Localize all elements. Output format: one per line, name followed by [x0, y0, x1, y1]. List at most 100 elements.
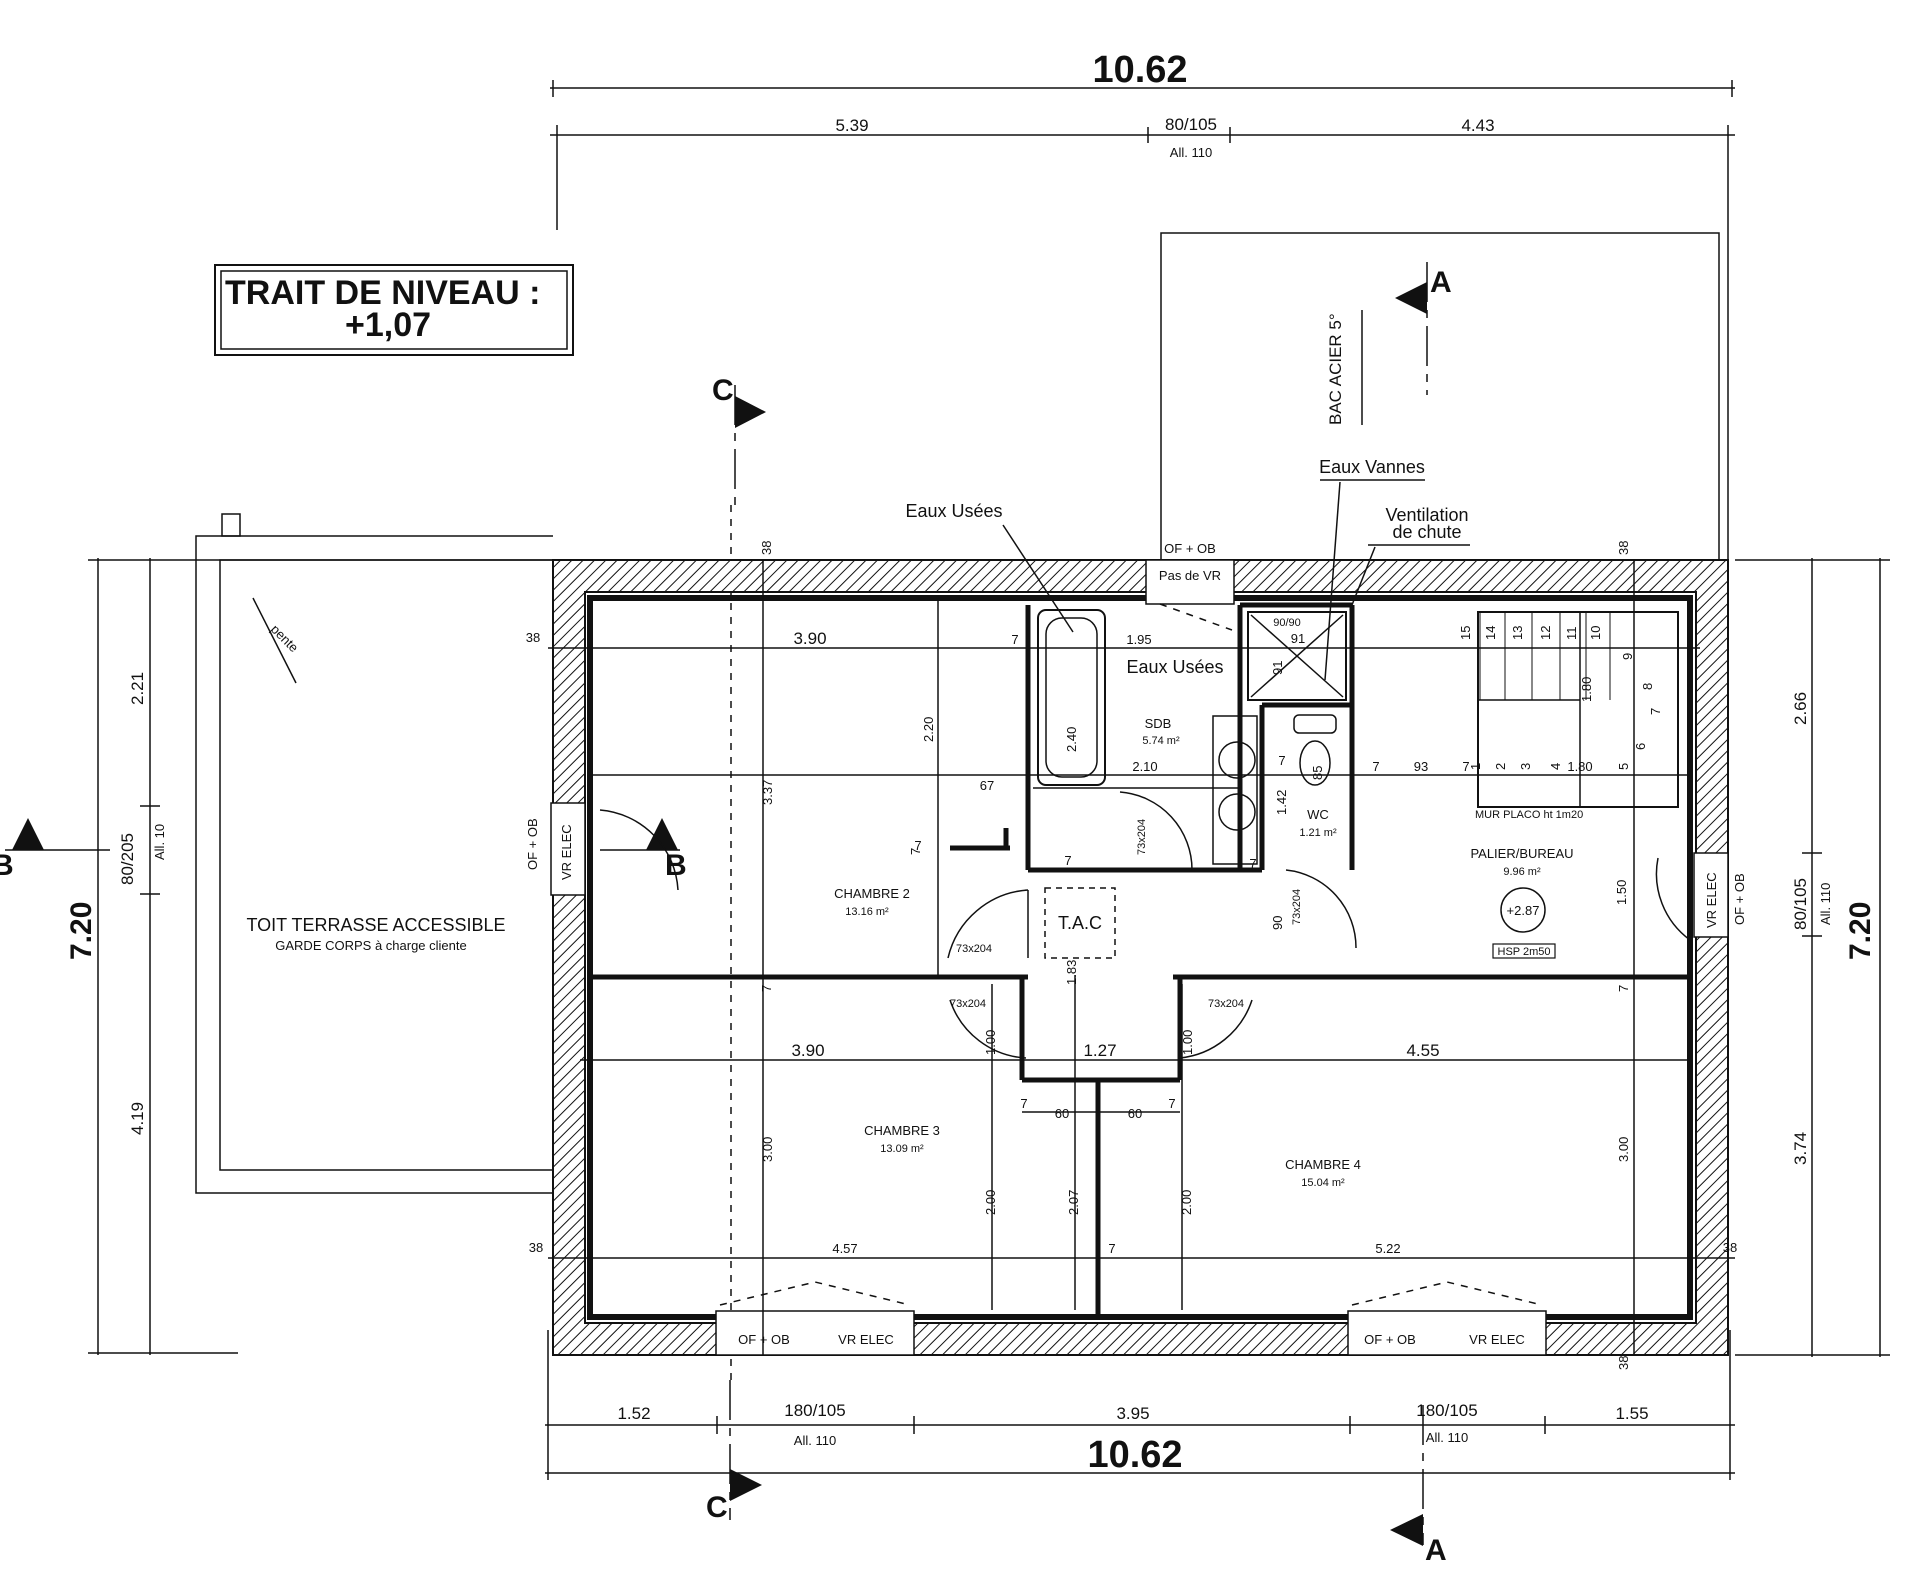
stair-step-number: 4 [1548, 763, 1563, 770]
vanity [1212, 715, 1258, 865]
left-window-of: OF + OB [525, 818, 540, 870]
dim-38-top-b: 38 [1616, 541, 1631, 555]
right-window-of: OF + OB [1732, 873, 1747, 925]
dim-shower-c: 91 [1270, 661, 1285, 675]
bottom-window2-of: OF + OB [1364, 1332, 1416, 1347]
interior-dimension-lines [548, 560, 1735, 1355]
dim-stair-height: 1.80 [1579, 677, 1594, 702]
dim-60-b: 60 [1128, 1106, 1142, 1121]
window-left: OF + OB VR ELEC [525, 802, 586, 896]
dim-bottom-522: 5.22 [1375, 1241, 1400, 1256]
dim-7-e: 7 [1616, 985, 1631, 992]
door-size-c: 73x204 [1208, 998, 1244, 1010]
room-chambre4-name: CHAMBRE 4 [1285, 1157, 1361, 1172]
bottom-window2-vr: VR ELEC [1469, 1332, 1525, 1347]
window-bottom-2: OF + OB VR ELEC [1347, 1281, 1547, 1356]
overall-right-dim: 7.20 [1844, 902, 1877, 960]
dim-38-top-a: 38 [759, 541, 774, 555]
left-window-vr: VR ELEC [559, 824, 574, 880]
stair-step-number: 15 [1458, 626, 1473, 640]
dim-7-c: 7 [1462, 759, 1469, 774]
dim-closet-a: 2.00 [983, 1190, 998, 1215]
dim-38-br: 38 [1616, 1356, 1631, 1370]
section-c-bottom: C [706, 1380, 762, 1524]
level-circle [1500, 887, 1546, 933]
dim-corridor-127: 1.27 [1083, 1041, 1116, 1060]
doors [599, 791, 1691, 1059]
room-wc-name: WC [1307, 807, 1329, 822]
section-c-top: C [712, 374, 766, 505]
dim-bath-gap: 7 [1011, 632, 1018, 647]
roof-label: BAC ACIER 5° [1326, 313, 1345, 425]
bottom-dim-a: 1.52 [617, 1404, 650, 1423]
stair-step-number: 3 [1518, 763, 1533, 770]
left-dim-b: 4.19 [128, 1102, 147, 1135]
room-chambre3-area: 13.09 m² [880, 1143, 924, 1155]
door-size-b: 73x204 [950, 998, 986, 1010]
stair-step-number: 7 [1648, 708, 1663, 715]
stair-step-number: 5 [1616, 763, 1631, 770]
dim-7-a: 7 [914, 838, 921, 853]
section-c-top-label: C [712, 374, 734, 407]
stair-step-number: 11 [1564, 627, 1579, 641]
bottom-window1-dim: 180/105 [784, 1401, 845, 1420]
dim-stair-width: 1.80 [1567, 759, 1592, 774]
stair-step-number: 2 [1493, 763, 1508, 770]
right-dimensions: 7.20 2.66 80/105 All. 110 3.74 [1735, 558, 1890, 1357]
shower [1247, 611, 1347, 701]
ventilation-label-2: de chute [1392, 522, 1461, 542]
dim-shower-b: 91 [1291, 631, 1305, 646]
stair-step-number: 6 [1633, 743, 1648, 750]
wc-toilet [1293, 714, 1337, 786]
dim-67: 67 [980, 778, 994, 793]
stair-step-number: 9 [1620, 653, 1635, 660]
dim-corridor-183: 1.83 [1064, 960, 1079, 985]
terrace-label: TOIT TERRASSE ACCESSIBLE [246, 915, 505, 935]
top-dim-left: 5.39 [835, 116, 868, 135]
right-window-vr: VR ELEC [1704, 872, 1719, 928]
section-b-left-label: B [0, 849, 14, 882]
dim-wc-142: 1.42 [1274, 790, 1289, 815]
dim-38-tl: 38 [526, 630, 540, 645]
level-title-line2: +1,07 [345, 306, 431, 344]
door-size-d: 73x204 [1136, 819, 1148, 855]
section-a-top-label: A [1430, 266, 1452, 299]
dim-closet-c: 2.00 [1179, 1190, 1194, 1215]
room-sdb-area: 5.74 m² [1142, 735, 1180, 747]
overall-top-dim: 10.62 [1092, 49, 1187, 91]
dim-bath-length: 2.40 [1064, 727, 1079, 752]
bottom-window2-dim: 180/105 [1416, 1401, 1477, 1420]
dim-ch2-width: 3.90 [793, 629, 826, 648]
dim-sdb-length: 2.10 [1132, 759, 1157, 774]
left-window-sub: All. 10 [152, 824, 167, 860]
section-c-bottom-label: C [706, 1491, 728, 1524]
bottom-window1-vr: VR ELEC [838, 1332, 894, 1347]
dim-shower: 90/90 [1273, 617, 1301, 629]
dim-ch3-width: 3.90 [791, 1041, 824, 1060]
eaux-usees-label-2: Eaux Usées [1126, 657, 1223, 677]
dim-100-b: 1.00 [1180, 1030, 1195, 1055]
right-window-dim: 80/105 [1791, 878, 1810, 930]
dim-7-d: 7 [759, 985, 774, 992]
dim-bottom-457: 4.57 [832, 1241, 857, 1256]
dim-ch2-height: 3.37 [760, 780, 775, 805]
room-sdb-name: SDB [1145, 716, 1172, 731]
dim-93: 93 [1414, 759, 1428, 774]
stair-step-number: 14 [1483, 626, 1498, 640]
room-chambre3-name: CHAMBRE 3 [864, 1123, 940, 1138]
dim-60-a: 60 [1055, 1106, 1069, 1121]
dim-wc-85: 85 [1310, 766, 1325, 780]
dim-sdb-width: 1.95 [1126, 632, 1151, 647]
top-window-vr: Pas de VR [1159, 568, 1221, 583]
ventilation-label-1: Ventilation [1385, 505, 1468, 525]
interior-partitions [590, 602, 1690, 1317]
roof-terrace: pente TOIT TERRASSE ACCESSIBLE GARDE COR… [195, 513, 553, 1194]
stair-step-number: 13 [1510, 626, 1525, 640]
hsp-box [1492, 943, 1556, 959]
top-window-sub: All. 110 [1170, 145, 1212, 160]
eaux-usees-label-1: Eaux Usées [905, 501, 1002, 521]
dim-closet-b: 2.07 [1066, 1190, 1081, 1215]
right-dim-b: 3.74 [1791, 1132, 1810, 1165]
level-title-box: TRAIT DE NIVEAU : +1,07 [214, 264, 574, 356]
